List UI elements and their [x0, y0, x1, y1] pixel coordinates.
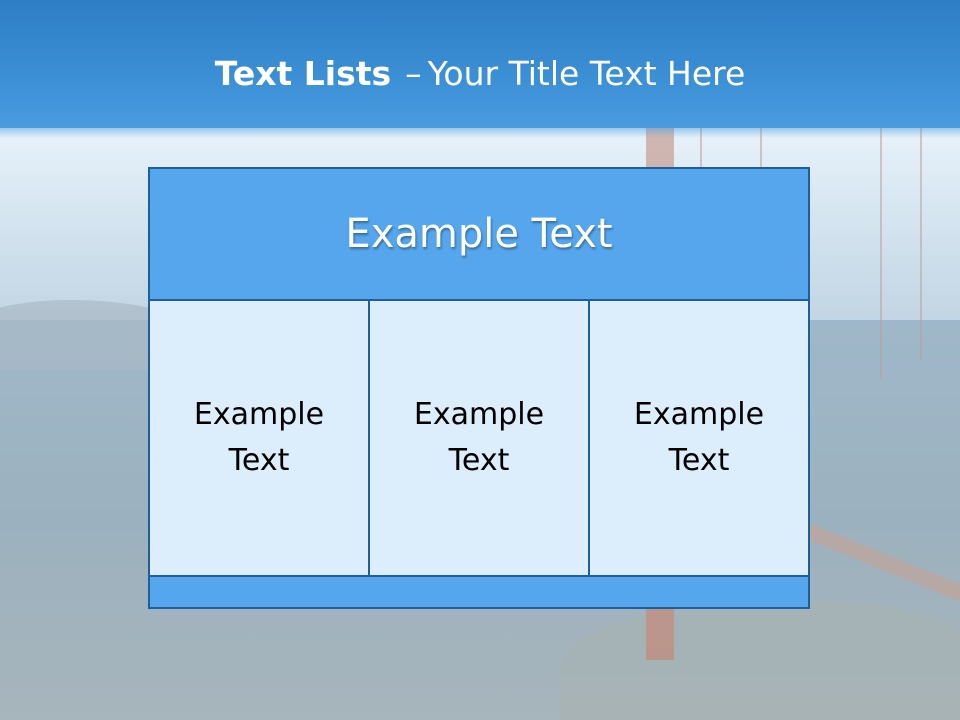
title-subtitle: Your Title Text Here — [427, 54, 746, 93]
text-list-table: Example Text Example Text Example Text E… — [148, 167, 810, 609]
table-cell-1[interactable]: Example Text — [148, 299, 370, 577]
title-separator: – — [405, 54, 422, 93]
table-cell-text: Example Text — [633, 397, 765, 478]
table-footer[interactable] — [148, 575, 810, 609]
title-bar: Text Lists–Your Title Text Here — [0, 0, 960, 138]
title-main: Text Lists — [214, 54, 392, 93]
background-hillside — [560, 600, 960, 720]
table-cells-row: Example Text Example Text Example Text — [148, 299, 810, 577]
table-header-text: Example Text — [345, 211, 613, 257]
background-bridge-cable — [920, 120, 922, 360]
table-header[interactable]: Example Text — [148, 167, 810, 301]
table-cell-2[interactable]: Example Text — [368, 299, 590, 577]
slide-title: Text Lists–Your Title Text Here — [0, 52, 960, 96]
table-cell-text: Example Text — [413, 397, 545, 478]
table-cell-text: Example Text — [193, 397, 325, 478]
table-cell-3[interactable]: Example Text — [588, 299, 810, 577]
background-bridge-cable — [880, 120, 882, 380]
